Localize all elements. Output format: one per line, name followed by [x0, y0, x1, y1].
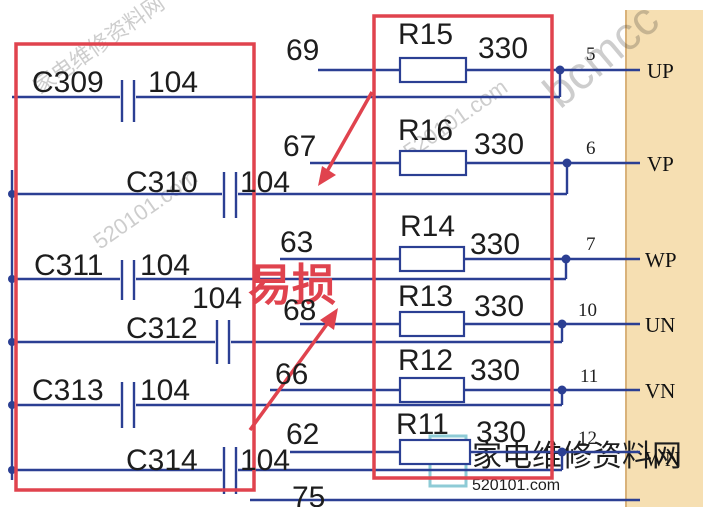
- resistor-ref: R16: [398, 114, 453, 147]
- cap-value-c312: 104: [192, 282, 242, 315]
- resistor-highlight-box: [372, 14, 554, 480]
- resistor-r14-symbol: [398, 245, 466, 273]
- cap-ref-c310: C310: [126, 166, 198, 199]
- net-label: 69: [286, 34, 319, 67]
- pin-number: 5: [586, 44, 596, 65]
- resistor-value: 330: [470, 354, 520, 387]
- signal-label: VP: [647, 152, 674, 176]
- junction-dot: [557, 319, 567, 329]
- junction-dot: [8, 275, 16, 283]
- junction-dot: [8, 190, 16, 198]
- capacitor-c312-symbol: [215, 320, 231, 364]
- cap-ref-c311: C311: [34, 249, 104, 282]
- capacitor-highlight-box: [14, 42, 256, 492]
- net-label: 62: [286, 418, 319, 451]
- junction-dot: [557, 447, 567, 457]
- watermark-logo: 家电维修资料网 520101.com: [428, 434, 682, 494]
- cap-value-c309: 104: [148, 66, 198, 99]
- pin-number: 11: [580, 366, 598, 387]
- cap-ref-c313: C313: [32, 374, 104, 407]
- watermark-logo-url: 520101.com: [472, 477, 560, 494]
- junction-dot: [557, 385, 567, 395]
- junction-dot: [8, 338, 16, 346]
- cap-value-c314: 104: [240, 444, 290, 477]
- resistor-value: 330: [474, 128, 524, 161]
- net-label: 75: [292, 481, 325, 507]
- junction-dot: [555, 65, 565, 75]
- resistor-ref: R12: [398, 344, 453, 377]
- resistor-ref: R15: [398, 18, 453, 51]
- arrow-icon: [248, 308, 338, 432]
- net-label: 67: [283, 130, 316, 163]
- watermark-logo-cn: 家电维修资料网: [472, 440, 682, 473]
- junction-dot: [561, 254, 571, 264]
- cap-value-c310: 104: [240, 166, 290, 199]
- signal-label: VN: [645, 379, 675, 403]
- junction-dot: [8, 466, 16, 474]
- resistor-r11-symbol: [398, 438, 472, 466]
- cap-value-c313: 104: [140, 374, 190, 407]
- pin-number: 10: [578, 300, 597, 321]
- resistor-ref: R11: [396, 408, 449, 441]
- watermark-group: 家电维修资料网 520101.com 520101.com bcmcc: [29, 0, 669, 254]
- cap-ref-c312: C312: [126, 312, 198, 345]
- net-label: 63: [280, 226, 313, 259]
- capacitor-c310-symbol: [222, 172, 238, 218]
- net-label: 68: [283, 294, 316, 327]
- capacitor-c311-symbol: [120, 260, 136, 300]
- cap-ref-c309: C309: [32, 66, 104, 99]
- capacitor-c309-symbol: [120, 80, 136, 122]
- resistor-ref: R13: [398, 280, 453, 313]
- arrow-icon: [318, 91, 374, 186]
- resistor-value: 330: [476, 416, 526, 449]
- cap-ref-c314: C314: [126, 444, 198, 477]
- resistor-value: 330: [470, 228, 520, 261]
- capacitor-c313-symbol: [120, 382, 136, 428]
- junction-dot: [8, 401, 16, 409]
- capacitor-c314-symbol: [222, 447, 238, 494]
- resistor-value: 330: [474, 290, 524, 323]
- pin-number: 12: [578, 428, 597, 449]
- resistor-r13-symbol: [398, 310, 466, 338]
- pin-number: 6: [586, 138, 596, 159]
- signal-label: WN: [645, 447, 680, 471]
- junction-dot: [562, 158, 572, 168]
- resistor-r16-symbol: [398, 149, 468, 177]
- resistor-ref: R14: [400, 210, 455, 243]
- signal-label: UN: [645, 313, 675, 337]
- signal-label: WP: [645, 248, 677, 272]
- net-label: 66: [275, 358, 308, 391]
- resistor-r15-symbol: [398, 56, 468, 84]
- resistor-r12-symbol: [398, 376, 466, 404]
- cap-value-c311: 104: [140, 249, 190, 282]
- resistor-value: 330: [478, 32, 528, 65]
- warning-label: 易损: [248, 260, 336, 311]
- pin-number: 7: [586, 234, 596, 255]
- signal-label: UP: [647, 59, 674, 83]
